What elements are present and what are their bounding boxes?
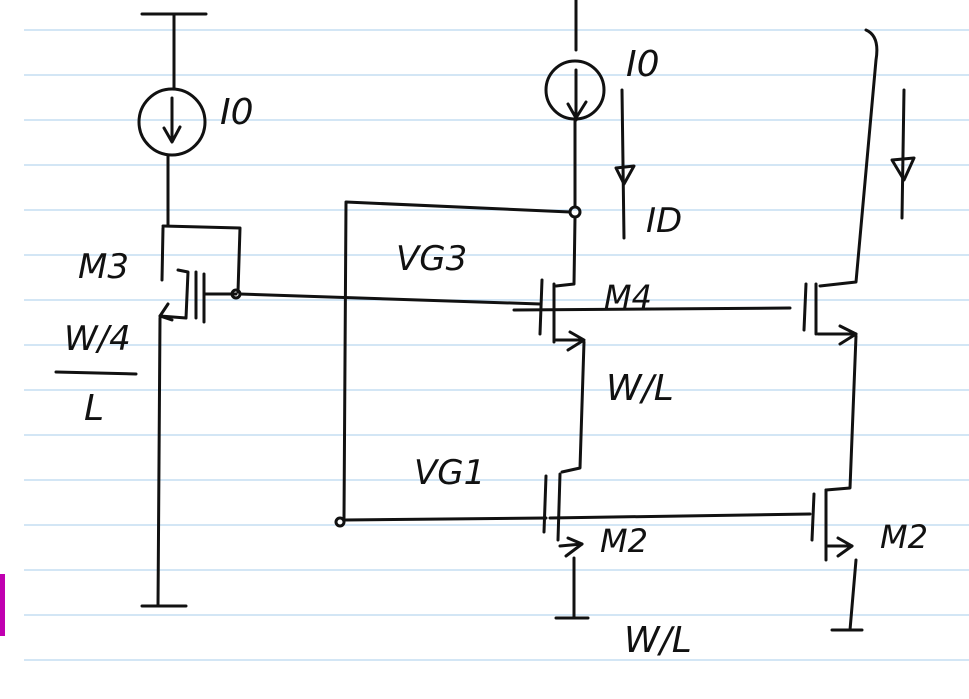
label-m4-ratio: W/L <box>606 368 674 409</box>
label-i0-left: I0 <box>220 92 254 133</box>
label-id: ID <box>646 201 682 241</box>
left-current-source <box>137 12 208 227</box>
label-m3-ratio-top: W/4 <box>64 319 131 359</box>
id-arrow <box>614 88 636 240</box>
middle-current-source <box>544 0 606 219</box>
label-m3: M3 <box>78 247 129 287</box>
label-vg3: VG3 <box>396 239 467 279</box>
transistor-m3 <box>140 224 242 608</box>
transistor-m4 <box>238 216 792 474</box>
label-vg1: VG1 <box>414 453 485 493</box>
label-i0-right: I0 <box>626 44 660 85</box>
label-m2-ratio: W/L <box>624 620 692 661</box>
label-m2-right: M2 <box>880 518 928 556</box>
transistor-m2-middle <box>342 472 812 620</box>
label-m4: M4 <box>604 278 652 316</box>
right-output-branch <box>802 28 916 632</box>
label-m3-ratio-bottom: L <box>84 388 104 429</box>
bias-feedback-wire <box>334 200 572 528</box>
label-m2: M2 <box>600 522 648 560</box>
margin-marker <box>0 574 5 636</box>
ruled-lines <box>24 29 969 661</box>
